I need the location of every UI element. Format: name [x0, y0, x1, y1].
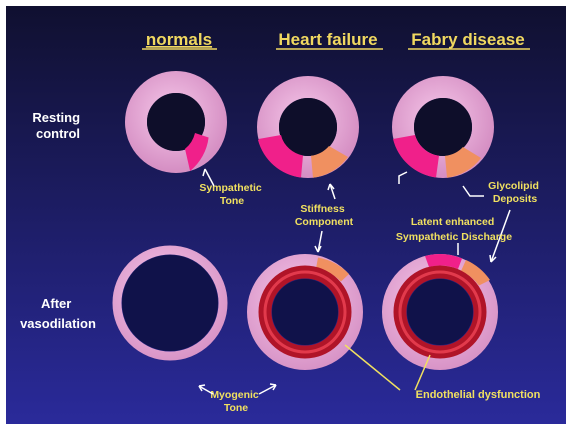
label-glycolipid-deposits: Glycolipid Deposits — [488, 180, 542, 205]
column-heading-heart-failure: Heart failure — [278, 30, 377, 49]
ring-normals-dilated — [117, 250, 223, 356]
label-stiffness-component: Stiffness Component — [295, 203, 354, 228]
ring-heart-failure-dilated — [253, 258, 357, 365]
ring-fabry-dilated — [388, 254, 492, 364]
ring-normals-resting — [136, 82, 216, 171]
column-heading-normals: normals — [146, 30, 212, 49]
label-endothelial-dysfunction: Endothelial dysfunction — [416, 389, 541, 401]
row-label-resting: Resting control — [32, 110, 83, 141]
column-heading-fabry: Fabry disease — [411, 30, 524, 49]
